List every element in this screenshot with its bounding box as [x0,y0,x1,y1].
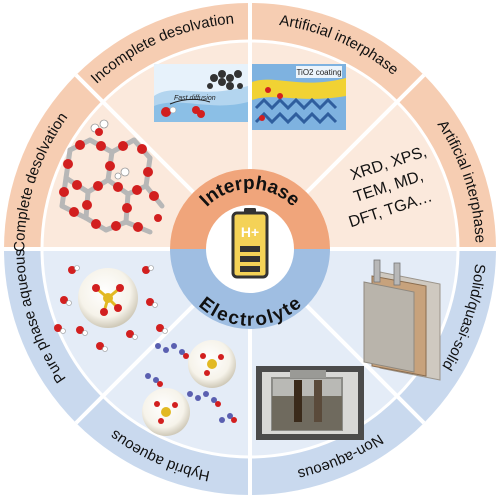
lattice-structure-image [59,119,165,235]
beaker-photo [256,366,364,440]
pouch-cell-image [363,259,441,381]
fast-diffusion-caption: Fast diffusion [174,95,216,102]
battery-label: H+ [241,224,259,240]
fast-diffusion-image: Fast diffusion [154,64,248,122]
hybrid-aqueous-image [142,340,237,436]
tio2-coating-image: TiO2 coating [252,64,346,130]
pure-phase-aqueous-image [54,265,168,352]
battery-icon: H+ [231,208,269,279]
tio2-coating-caption: TiO2 coating [296,68,341,77]
